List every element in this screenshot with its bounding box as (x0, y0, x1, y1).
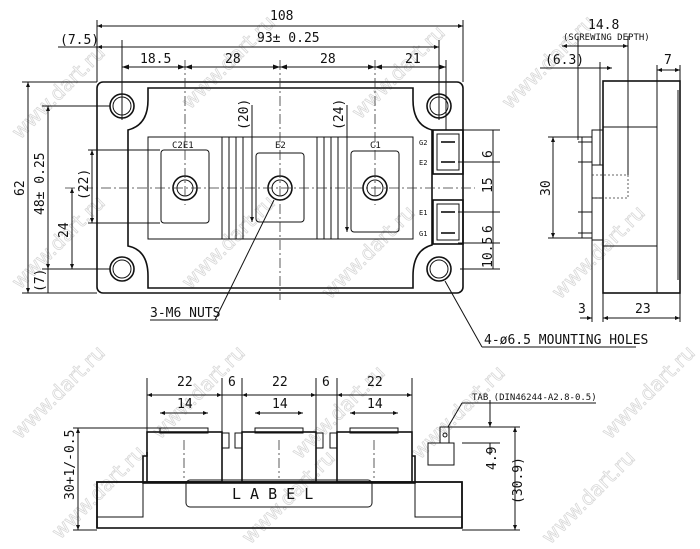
top-view: C2E1 E2 C1 G2 E2 E1 G1 108 (7.5) 93± 0.2… (13, 9, 648, 348)
dimension-label: 28 (225, 52, 241, 67)
dimension-label: www.dart.ru (7, 40, 110, 143)
dimension-label: E2 (419, 159, 427, 167)
dimension-label: 24 (57, 222, 72, 238)
dimension-label: www.dart.ru (7, 190, 110, 293)
dimension-label: 30+1/-0.5 (63, 430, 78, 500)
terminal-label-c2e1: C2E1 (172, 141, 194, 151)
side-view: 14.8 (SCREWING DEPTH) (6.3) 7 30 3 23 (539, 18, 681, 322)
dimension-label: 93± 0.25 (257, 31, 320, 46)
dimension-label: (24) (332, 99, 347, 130)
dimension-label: 18.5 (140, 52, 171, 67)
dimension-label: 28 (320, 52, 336, 67)
dimension-label: G2 (419, 139, 427, 147)
dimension-label: 22 (367, 375, 383, 390)
dimension-label: G1 (419, 230, 427, 238)
gate-pin-icon (441, 141, 455, 234)
label-plate (185, 479, 373, 508)
dimension-label: 14 (272, 397, 288, 412)
dimension-label: 7 (664, 53, 672, 68)
terminal-label-c1: C1 (370, 141, 381, 151)
label-text: L A B E L (232, 485, 313, 503)
dimension-label: www.dart.ru (537, 445, 640, 548)
dimension-label: (6.3) (545, 53, 584, 68)
dimension-label: 10.5 (481, 237, 496, 268)
dimension-label: www.dart.ru (177, 190, 280, 293)
dimension-label: (7) (33, 269, 48, 292)
dimension-label: 14 (367, 397, 383, 412)
dimension-label: (SCREWING DEPTH) (563, 33, 650, 43)
dimension-label: (22) (77, 169, 92, 200)
dimension-label: 22 (177, 375, 193, 390)
callout-nuts: 3-M6 NUTS (150, 306, 220, 321)
dimension-label: www.dart.ru (597, 340, 700, 443)
dimension-label: 48± 0.25 (33, 152, 48, 215)
dimension-label: 14.8 (588, 18, 619, 33)
front-view: L A B E L TAB (DIN46244-A2.8-0.5) 22 6 2… (63, 375, 597, 531)
dimension-label: 15 (481, 177, 496, 193)
dimension-label: 62 (13, 180, 28, 196)
dimension-label: www.dart.ru (547, 200, 650, 303)
watermark: www.dart.ru www.dart.ru www.dart.ru www.… (6, 10, 700, 549)
dimension-label: (30.9) (511, 457, 526, 504)
dimension-label: (20) (237, 99, 252, 130)
callout-holes: 4-ø6.5 MOUNTING HOLES (484, 333, 648, 348)
dimension-label: 14 (177, 397, 193, 412)
dimension-label: 6 (228, 375, 236, 390)
tab-note: TAB (DIN46244-A2.8-0.5) (472, 393, 597, 403)
dimension-label: 108 (270, 9, 293, 24)
dimension-label: 21 (405, 52, 421, 67)
dimension-label: www.dart.ru (347, 20, 450, 123)
module-inner-frame (127, 87, 433, 289)
dimension-label: 4.9 (485, 447, 500, 470)
dimension-label: 3 (578, 302, 586, 317)
dimension-label: 30 (539, 180, 554, 196)
dimension-label: (7.5) (60, 33, 99, 48)
dimension-label: 23 (635, 302, 651, 317)
dimension-label: 6 (481, 150, 496, 158)
dimension-label: 6 (481, 225, 496, 233)
dimension-label: E1 (419, 209, 427, 217)
dimension-label: 22 (272, 375, 288, 390)
dimension-label: 6 (322, 375, 330, 390)
terminal-label-e2: E2 (275, 141, 286, 151)
